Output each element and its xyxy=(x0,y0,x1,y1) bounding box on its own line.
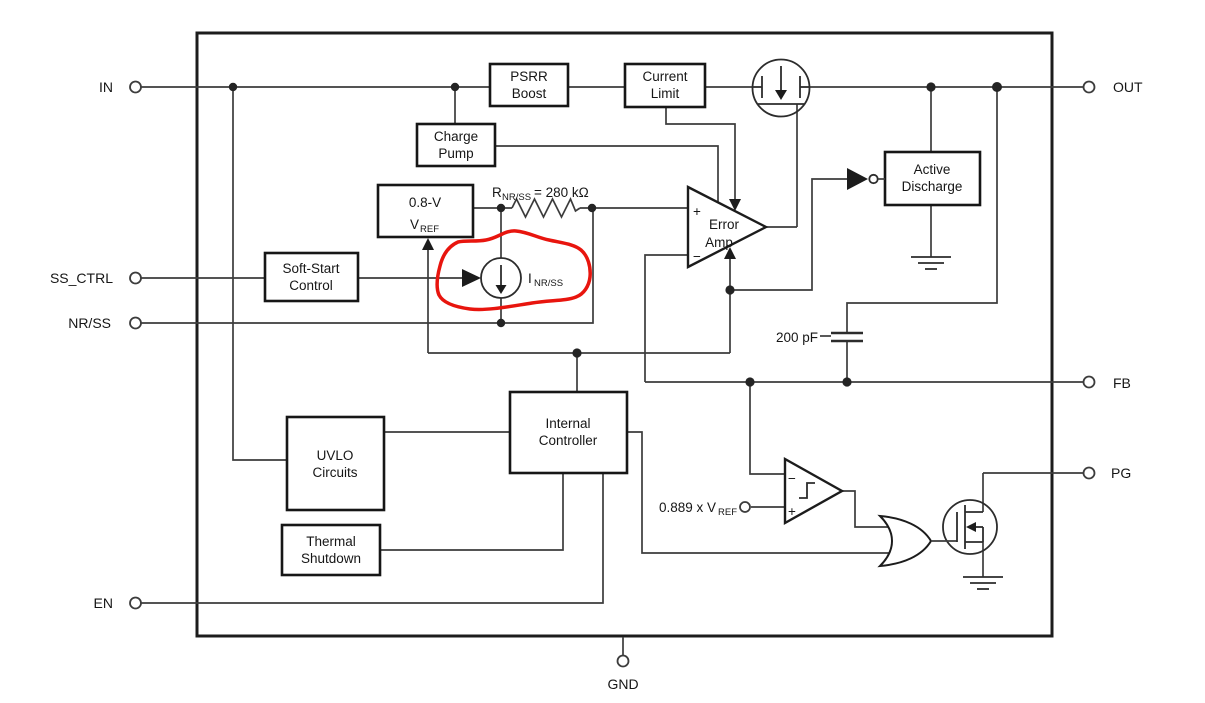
error-amp-plus: + xyxy=(693,204,701,219)
pin-ss-ctrl: SS_CTRL xyxy=(50,270,142,286)
block-psrr-boost: PSRR Boost xyxy=(488,62,570,108)
capacitor-value: 200 pF xyxy=(776,330,818,345)
bias-arrowhead xyxy=(724,247,736,259)
comparator-threshold: 0.889 x V xyxy=(659,500,716,515)
active-discharge-label2: Discharge xyxy=(902,179,963,194)
pin-in-label: IN xyxy=(99,79,113,95)
softstart-arrowhead xyxy=(462,269,481,287)
wires xyxy=(141,86,1083,655)
comparator-threshold-sub: REF xyxy=(718,507,737,518)
pin-ss-ctrl-label: SS_CTRL xyxy=(50,270,113,286)
pin-pg-label: PG xyxy=(1111,465,1131,481)
thermal-shutdown-label: Thermal xyxy=(306,534,356,549)
currentlimit-to-erroramp-wire xyxy=(665,107,736,200)
resistor-value: = 280 kΩ xyxy=(534,185,589,200)
vref-subscript: REF xyxy=(420,224,439,235)
soft-start-label2: Control xyxy=(289,278,333,293)
thermal-shutdown-label2: Shutdown xyxy=(301,551,361,566)
pin-fb: FB xyxy=(1082,375,1131,391)
pin-nr-ss: NR/SS xyxy=(68,315,142,331)
pin-gnd-label: GND xyxy=(607,676,638,692)
current-limit-label2: Limit xyxy=(651,86,680,101)
threshold-terminal xyxy=(739,501,751,513)
pg-fet-body-arrow xyxy=(966,522,976,532)
ground-symbol-active-discharge xyxy=(911,256,951,270)
arrowheads xyxy=(422,199,741,287)
pin-out: OUT xyxy=(1082,79,1143,95)
nrss-wire xyxy=(141,208,594,324)
block-active-discharge: Active Discharge xyxy=(883,150,982,207)
block-internal-controller: Internal Controller xyxy=(508,390,629,475)
device-boundary xyxy=(195,31,1054,638)
uvlo-label: UVLO xyxy=(317,448,354,463)
pin-in: IN xyxy=(99,79,142,95)
current-source-subscript: NR/SS xyxy=(534,278,563,289)
block-current-limit: Current Limit xyxy=(623,62,707,109)
chargepump-to-erroramp-wire xyxy=(495,145,719,203)
soft-start-label: Soft-Start xyxy=(282,261,339,276)
comparator-to-or-wire xyxy=(842,490,890,528)
current-source-symbol: I xyxy=(528,271,532,286)
active-discharge-inverter xyxy=(847,168,885,190)
red-annotation-loop xyxy=(435,229,592,312)
pass-fet-body-diode-arrow xyxy=(775,90,787,100)
current-source-arrow xyxy=(495,285,507,294)
block-vref: 0.8-V V REF xyxy=(376,183,475,239)
out-to-cap-wire xyxy=(846,87,998,333)
block-uvlo: UVLO Circuits xyxy=(285,415,386,512)
pass-fet xyxy=(751,58,811,118)
comparator-minus: − xyxy=(788,471,796,486)
block-soft-start: Soft-Start Control xyxy=(263,251,360,303)
vref-label: 0.8-V xyxy=(409,195,441,210)
block-thermal-shutdown: Thermal Shutdown xyxy=(280,523,382,577)
pin-gnd: GND xyxy=(607,654,639,692)
currentlimit-arrowhead xyxy=(729,199,741,211)
charge-pump-label: Charge xyxy=(434,129,478,144)
charge-pump-label2: Pump xyxy=(438,146,473,161)
nr-ss-resistor: R NR/SS = 280 kΩ xyxy=(492,185,589,219)
block-charge-pump: Charge Pump xyxy=(415,122,497,168)
ground-symbol-pg-fet xyxy=(963,576,1003,590)
internal-controller-label2: Controller xyxy=(539,433,598,448)
pg-comparator: − + 0.889 x V REF xyxy=(659,456,845,526)
pin-nr-ss-label: NR/SS xyxy=(68,315,111,331)
pin-en-label: EN xyxy=(94,595,113,611)
error-amp-label2: Amp xyxy=(705,235,733,250)
comparator-plus: + xyxy=(788,504,796,519)
active-discharge-label: Active xyxy=(914,162,951,177)
nr-ss-current-source: I NR/SS xyxy=(480,257,563,299)
pin-fb-label: FB xyxy=(1113,375,1131,391)
pg-fet xyxy=(931,499,998,555)
junction-dots xyxy=(228,82,1002,387)
pin-out-label: OUT xyxy=(1113,79,1143,95)
en-wire xyxy=(141,473,604,604)
controller-to-or-wire xyxy=(627,431,890,554)
fb-to-comparator-wire xyxy=(749,382,785,475)
in-to-uvlo-wire xyxy=(232,87,287,461)
psrr-boost-label2: Boost xyxy=(512,86,547,101)
bias-to-inverter-wire xyxy=(730,178,847,291)
vref-symbol: V xyxy=(410,217,419,232)
resistor-symbol: R xyxy=(492,185,502,200)
pin-en: EN xyxy=(94,595,142,611)
fb-to-erroramp-wire xyxy=(644,254,688,382)
or-gate xyxy=(877,514,933,568)
pin-pg: PG xyxy=(1082,465,1131,481)
uvlo-label2: Circuits xyxy=(312,465,357,480)
thermal-to-controller-wire xyxy=(380,473,564,551)
psrr-boost-label: PSRR xyxy=(510,69,548,84)
feedforward-capacitor: 200 pF xyxy=(776,330,863,345)
vref-enable-arrowhead xyxy=(422,238,434,250)
resistor-subscript: NR/SS xyxy=(502,192,531,203)
internal-controller-label: Internal xyxy=(545,416,590,431)
error-amp-minus: − xyxy=(693,249,701,264)
error-amp: + Error Amp − xyxy=(686,185,769,269)
error-amp-label: Error xyxy=(709,217,740,232)
current-limit-label: Current xyxy=(642,69,687,84)
hysteresis-icon xyxy=(799,482,815,499)
